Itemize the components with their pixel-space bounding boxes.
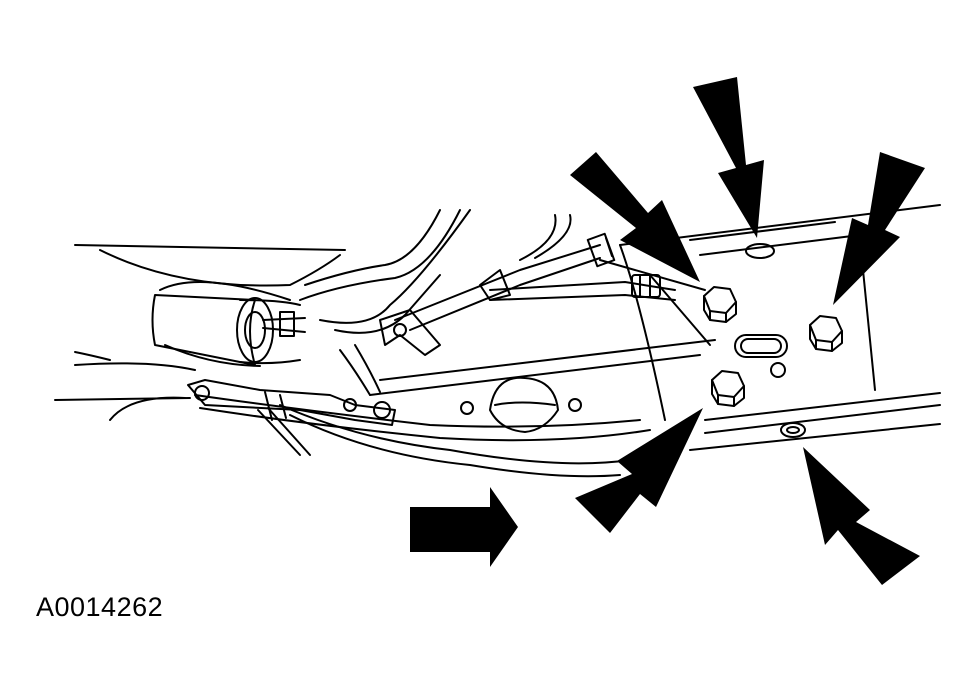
bolt-lower-left xyxy=(711,370,745,407)
access-plug xyxy=(460,376,582,433)
arrow-top-slot-hole xyxy=(693,77,764,238)
frame-holes xyxy=(734,243,806,438)
arrow-upper-left-bolt xyxy=(570,152,700,282)
bolt-upper-left xyxy=(703,286,737,323)
arrow-lower-left-bolt xyxy=(575,408,703,533)
lower-bracket xyxy=(187,379,396,456)
arrow-lower-right-hole xyxy=(803,447,920,585)
vehicle-underbody xyxy=(54,244,716,478)
fuel-lines xyxy=(299,209,676,396)
figure-id-label: A0014262 xyxy=(36,592,164,622)
arrow-right-bolt xyxy=(833,152,925,305)
arrow-direction-forward xyxy=(410,487,518,567)
fuel-filter xyxy=(151,281,306,367)
bolt-right xyxy=(809,315,843,352)
